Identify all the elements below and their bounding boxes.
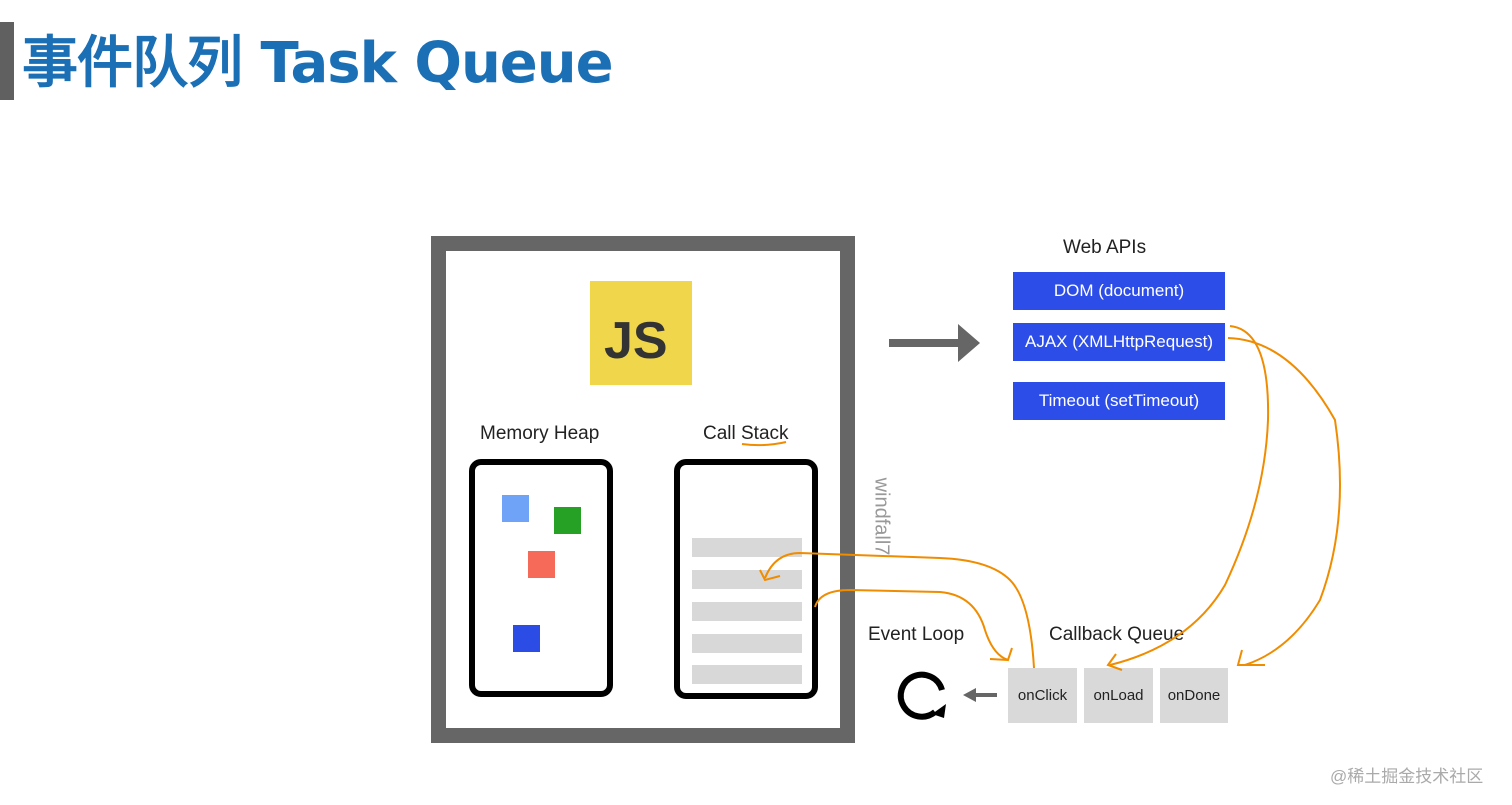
api-timeout: Timeout (setTimeout) xyxy=(1013,382,1225,420)
event-loop-label: Event Loop xyxy=(868,624,965,645)
callback-queue-heading: Callback Queue xyxy=(1049,624,1185,645)
title-accent-bar xyxy=(0,22,14,100)
stack-frame xyxy=(692,665,802,684)
callback-onclick: onClick xyxy=(1008,668,1077,723)
watermark: @稀土掘金技术社区 xyxy=(1330,767,1484,786)
memory-heap-panel xyxy=(469,459,613,697)
api-dom: DOM (document) xyxy=(1013,272,1225,310)
api-ajax: AJAX (XMLHttpRequest) xyxy=(1013,323,1225,361)
heap-object xyxy=(513,625,540,652)
call-stack-label: Call Stack xyxy=(703,423,789,444)
stack-frame xyxy=(692,570,802,589)
js-logo: JS xyxy=(590,281,692,385)
web-apis-heading: Web APIs xyxy=(1063,237,1147,258)
stack-frame xyxy=(692,538,802,557)
callback-onload: onLoad xyxy=(1084,668,1153,723)
stack-frame xyxy=(692,634,802,653)
heap-object xyxy=(554,507,581,534)
heap-object xyxy=(528,551,555,578)
arrow-right-icon xyxy=(889,324,980,362)
arrow-left-icon xyxy=(963,688,997,702)
callback-ondone: onDone xyxy=(1160,668,1228,723)
heap-object xyxy=(502,495,529,522)
stack-frame xyxy=(692,602,802,621)
annotation-strokes xyxy=(741,325,1341,671)
loop-icon xyxy=(897,671,946,720)
page-title: 事件队列 Task Queue xyxy=(22,31,614,96)
memory-heap-label: Memory Heap xyxy=(480,423,600,444)
